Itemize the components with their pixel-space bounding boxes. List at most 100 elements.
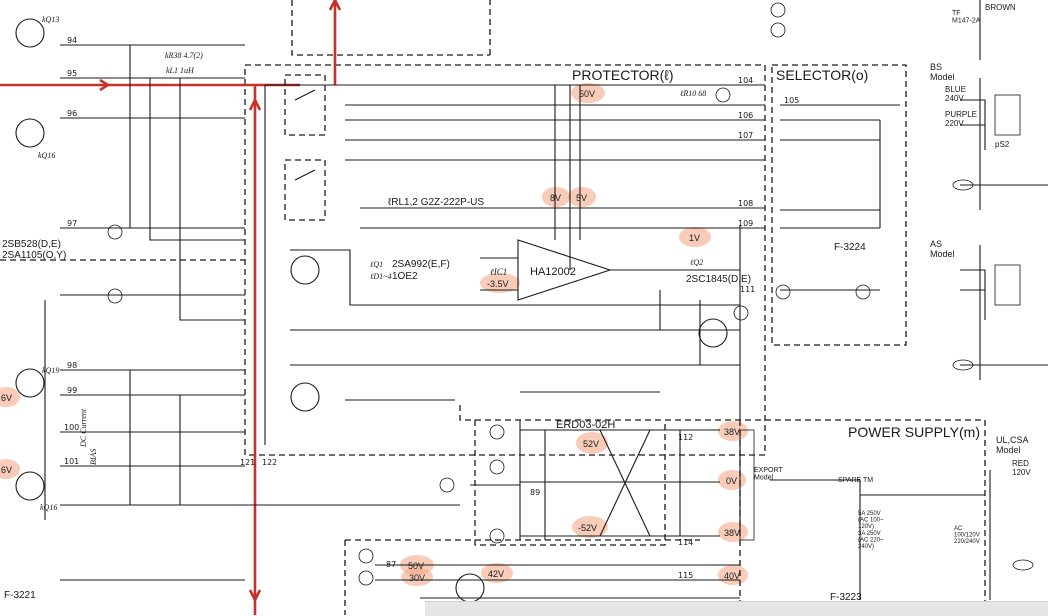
label-fuse: 5A 250V(AC 100~120V)3A 250V(AC 220~240V): [858, 511, 884, 550]
transistor-kq19: [15, 368, 45, 398]
transistors: [15, 18, 728, 603]
terminal-q-top: [715, 87, 731, 103]
volt-52v: 52V: [583, 439, 599, 449]
hl-30v: [401, 568, 433, 586]
terminal-w: [775, 284, 791, 300]
label-kq16: kQ16: [38, 151, 55, 160]
net-105: 105: [784, 96, 799, 105]
ic-ha12002: [517, 239, 612, 301]
net-101: 101: [64, 457, 79, 466]
terminal-r-left: [107, 224, 123, 240]
hl-8v: [542, 187, 570, 207]
net-111: 111: [740, 285, 755, 294]
label-ed1-4: ℓD1~4: [370, 272, 391, 281]
label-kq19: kQ19: [42, 366, 59, 375]
net-114: 114: [678, 538, 693, 547]
net-87: 87: [386, 560, 396, 569]
hl-m35v: [480, 273, 520, 293]
net-104: 104: [738, 76, 753, 85]
label-dc-current: DC Current: [79, 408, 88, 448]
terminal-q-left: [107, 288, 123, 304]
terminal-t-ps: [489, 459, 505, 475]
terminal-x: [733, 305, 749, 321]
net-99: 99: [67, 386, 77, 395]
hl-6v-top: [0, 387, 20, 407]
label-relay: ℓRL1,2 G2Z-222P-US: [388, 197, 484, 208]
terminal-t-top: [770, 2, 786, 18]
hl-5v: [568, 187, 596, 207]
hl-1v: [679, 227, 711, 247]
title-selector: SELECTOR(o): [776, 67, 868, 83]
label-2sa992: 2SA992(E,F): [392, 259, 450, 270]
label-f3221: F-3221: [4, 590, 36, 601]
label-f3223: F-3223: [830, 592, 862, 603]
terminal-q-ps: [489, 424, 505, 440]
title-power-supply: POWER SUPPLY(m): [848, 424, 980, 440]
hl-52v: [576, 432, 608, 454]
label-eq1: ℓQ1: [370, 260, 383, 269]
net-122: 122: [262, 458, 277, 467]
transistor-eq2: [698, 318, 728, 348]
label-kq13: kQ13: [42, 15, 59, 24]
net-121: 121: [240, 458, 255, 467]
hl-6v-bot: [0, 459, 20, 479]
label-1oe2: 1OE2: [392, 271, 418, 282]
hl-0v: [718, 470, 746, 490]
volt-8v: 8V: [550, 193, 561, 203]
terminal-u-top: [770, 22, 786, 38]
volt-6v-bot: 6V: [1, 465, 12, 475]
volt-40v: 40V: [724, 571, 740, 581]
labels: PROTECTOR(ℓ) SELECTOR(o) POWER SUPPLY(m)…: [1, 3, 1031, 603]
voltage-highlights: [0, 83, 748, 586]
volt-38v-bot: 38V: [724, 528, 740, 538]
label-erd03: ERD03-02H: [556, 419, 615, 431]
net-97: 97: [67, 219, 77, 228]
volt-30v: 30V: [409, 573, 425, 583]
volt-42v: 42V: [488, 569, 504, 579]
title-protector: PROTECTOR(ℓ): [572, 67, 674, 83]
net-106: 106: [738, 111, 753, 120]
label-ps2: pS2: [995, 140, 1010, 149]
hl-42v: [481, 563, 513, 583]
transistor-kq13: [15, 18, 45, 48]
label-bias: BIAS: [89, 449, 98, 465]
volt-50v: 50V: [579, 89, 595, 99]
volt-1v: 1V: [689, 233, 700, 243]
net-89: 89: [530, 488, 540, 497]
volt-0v: 0V: [726, 476, 737, 486]
net-94: 94: [67, 36, 77, 45]
volt-m35v: -3.5V: [487, 279, 509, 289]
label-brown: BROWN: [985, 3, 1016, 12]
net-107: 107: [738, 131, 753, 140]
label-eic1: ℓIC1: [490, 267, 507, 277]
board-outlines: [0, 0, 986, 615]
label-2sa1105: 2SA1105(O,Y): [2, 250, 66, 261]
transistor-eq1l: [290, 255, 320, 285]
label-eq2: ℓQ2: [690, 258, 703, 267]
red-lines: [0, 0, 342, 615]
bottom-scroll-bar[interactable]: [425, 601, 1048, 616]
transformers: [739, 94, 1034, 571]
transistor-kq16: [15, 471, 45, 501]
transistor-kq15: [15, 118, 45, 148]
volt-6v-top: 6V: [1, 393, 12, 403]
transistor-eq2l: [290, 382, 320, 412]
terminal-o: [358, 570, 374, 586]
label-kl1: kL1 1uH: [166, 66, 195, 75]
terminal-r-ps: [489, 528, 505, 544]
volt-50v-bot: 50V: [408, 561, 424, 571]
label-2sb528: 2SB528(D,E): [2, 239, 61, 250]
volt-m52v: -52V: [578, 523, 597, 533]
terminal-s: [855, 284, 871, 300]
net-108: 108: [738, 199, 753, 208]
